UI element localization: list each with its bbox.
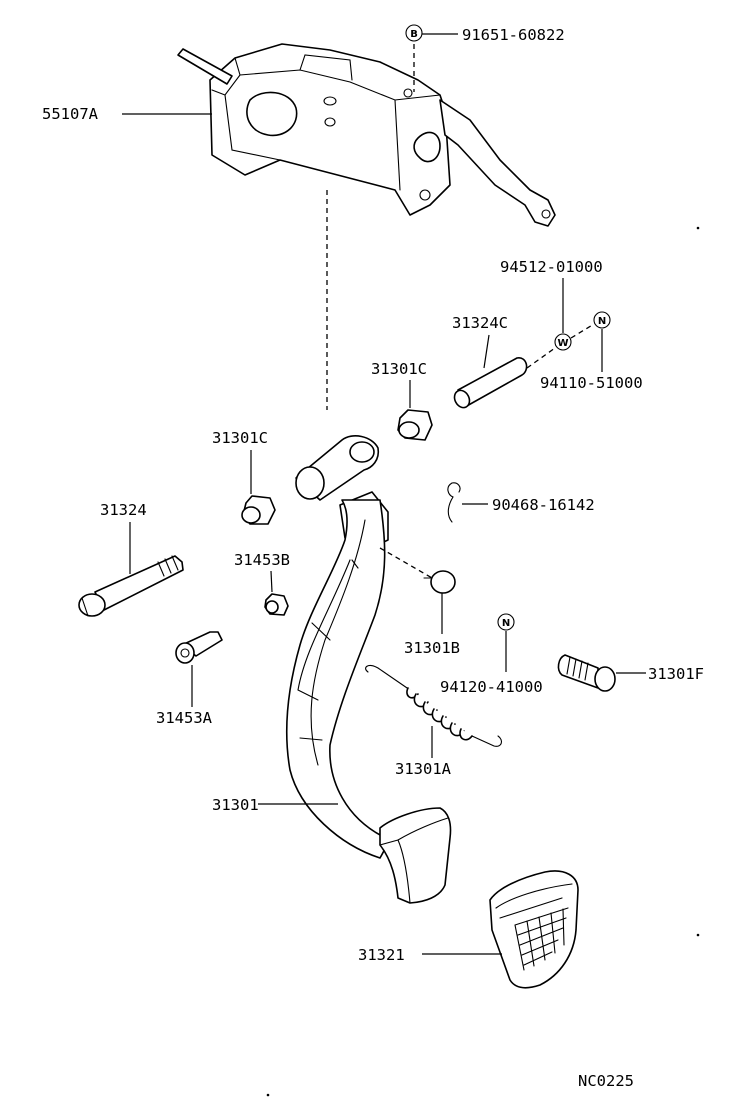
label-bracket: 55107A xyxy=(42,105,99,123)
bushing-left xyxy=(241,495,276,525)
bolt-symbol-circle xyxy=(405,24,423,42)
nut-symbol-upper: N xyxy=(598,316,606,327)
cushion xyxy=(423,570,456,594)
label-pin: 31324C xyxy=(452,314,508,332)
label-collar: 31453B xyxy=(234,551,290,569)
label-pedal-lever: 31301 xyxy=(212,796,259,814)
label-cushion: 31301B xyxy=(404,639,460,657)
label-clip: 90468-16142 xyxy=(492,496,595,514)
label-bracket-bolt: 91651-60822 xyxy=(462,26,565,44)
label-bushing-left: 31301C xyxy=(212,429,268,447)
nut-symbol-upper-circle xyxy=(593,311,611,329)
collar xyxy=(264,593,289,616)
spacer xyxy=(175,631,223,664)
label-stopper: 31301F xyxy=(648,665,704,683)
bushing-right xyxy=(397,409,433,441)
label-pedal-pad: 31321 xyxy=(358,946,405,964)
washer-symbol: W xyxy=(557,338,568,349)
pedal-lever xyxy=(285,435,452,904)
pin-31324c xyxy=(453,357,528,409)
clip xyxy=(447,482,461,523)
washer-symbol-circle xyxy=(554,333,572,351)
return-spring xyxy=(365,664,503,747)
pedal-support-bracket xyxy=(177,43,556,227)
pedal-pad xyxy=(489,870,579,989)
figure-code: NC0225 xyxy=(578,1072,634,1090)
label-shaft-bolt: 31324 xyxy=(100,501,147,519)
label-spring: 31301A xyxy=(395,760,452,778)
shaft-bolt xyxy=(78,555,184,617)
label-nut-upper: 94110-51000 xyxy=(540,374,643,392)
label-spacer: 31453A xyxy=(156,709,213,727)
label-bushing-right: 31301C xyxy=(371,360,427,378)
nut-symbol-lower-circle xyxy=(497,613,515,631)
label-washer: 94512-01000 xyxy=(500,258,603,276)
stopper-bolt xyxy=(557,654,616,692)
nut-symbol-lower: N xyxy=(502,618,510,629)
bolt-symbol: B xyxy=(410,29,418,40)
label-nut-lower: 94120-41000 xyxy=(440,678,543,696)
